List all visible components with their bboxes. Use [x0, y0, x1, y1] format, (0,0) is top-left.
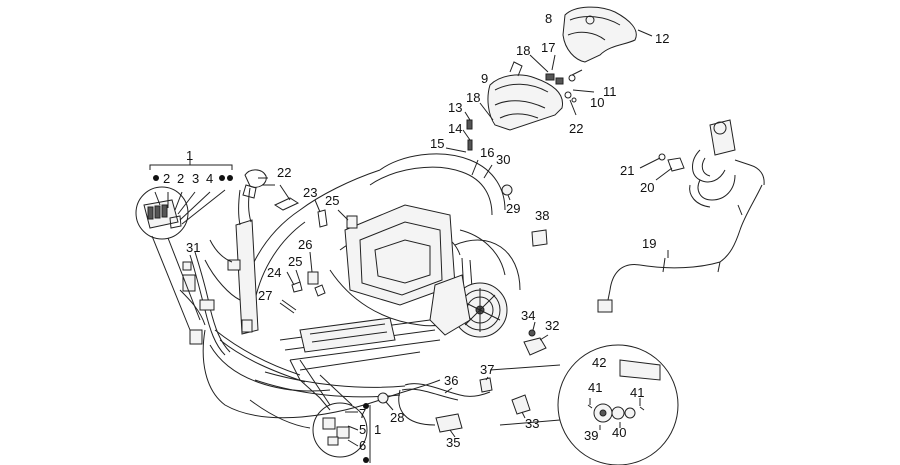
callout-2-a: 2 [163, 171, 170, 186]
relay-inset [299, 359, 371, 463]
right-inset-39-42 [489, 344, 679, 465]
callout-35: 35 [446, 435, 460, 450]
callout-25-lower: 25 [288, 254, 302, 269]
callout-6: 6 [359, 438, 366, 453]
callout-41-right: 41 [630, 385, 644, 400]
bullet-marker [363, 403, 369, 409]
callout-41-left: 41 [588, 380, 602, 395]
callout-31: 31 [186, 240, 200, 255]
callout-34: 34 [521, 308, 535, 323]
callout-38: 38 [535, 208, 549, 223]
fuel-pump-assembly [597, 119, 765, 313]
callout-37: 37 [480, 362, 494, 377]
callout-14: 14 [448, 121, 462, 136]
callout-27: 27 [258, 288, 272, 303]
callout-11: 11 [603, 84, 617, 99]
bullet-marker [219, 175, 225, 181]
callout-3: 3 [192, 171, 199, 186]
hardware-13-16 [445, 102, 494, 179]
callout-9: 9 [481, 71, 488, 86]
callout-36: 36 [444, 373, 458, 388]
callout-19: 19 [642, 236, 656, 251]
callout-17: 17 [541, 40, 555, 55]
callout-7: 7 [359, 406, 366, 421]
bullet-marker [227, 175, 233, 181]
main-wiring-harness [179, 184, 331, 429]
callout-5: 5 [359, 422, 366, 437]
callout-2-b: 2 [177, 171, 184, 186]
callout-26: 26 [298, 237, 312, 252]
callout-16: 16 [480, 145, 494, 160]
callout-labels: 1 2 2 3 4 1 5 6 7 8 9 10 11 12 13 14 15 … [153, 11, 669, 463]
callout-22-right: 22 [569, 121, 583, 136]
callout-4: 4 [206, 171, 213, 186]
callout-1-bottom: 1 [374, 422, 381, 437]
callout-33: 33 [525, 416, 539, 431]
callout-29: 29 [506, 201, 520, 216]
callout-18-upper: 18 [516, 43, 530, 58]
callout-8: 8 [545, 11, 552, 26]
bullet-marker [153, 175, 159, 181]
reservoir-part-9 [487, 29, 653, 131]
callout-39: 39 [584, 428, 598, 443]
callout-18-lower: 18 [466, 90, 480, 105]
callout-28: 28 [390, 410, 404, 425]
misc-parts [182, 169, 549, 438]
callout-42: 42 [592, 355, 606, 370]
callout-15: 15 [430, 136, 444, 151]
callout-30: 30 [496, 152, 510, 167]
callout-25-upper: 25 [325, 193, 339, 208]
scooter-frame [202, 153, 521, 419]
callout-20: 20 [640, 180, 654, 195]
callout-32: 32 [545, 318, 559, 333]
callout-1-top: 1 [186, 148, 193, 163]
callout-12: 12 [655, 31, 669, 46]
callout-10: 10 [590, 95, 604, 110]
callout-21: 21 [620, 163, 634, 178]
callout-40: 40 [612, 425, 626, 440]
bullet-marker [363, 457, 369, 463]
upper-cover-part-8 [562, 6, 637, 63]
fuse-box-inset [135, 160, 233, 331]
callout-24: 24 [267, 265, 281, 280]
callout-13: 13 [448, 100, 462, 115]
callout-22-left: 22 [277, 165, 291, 180]
callout-23: 23 [303, 185, 317, 200]
